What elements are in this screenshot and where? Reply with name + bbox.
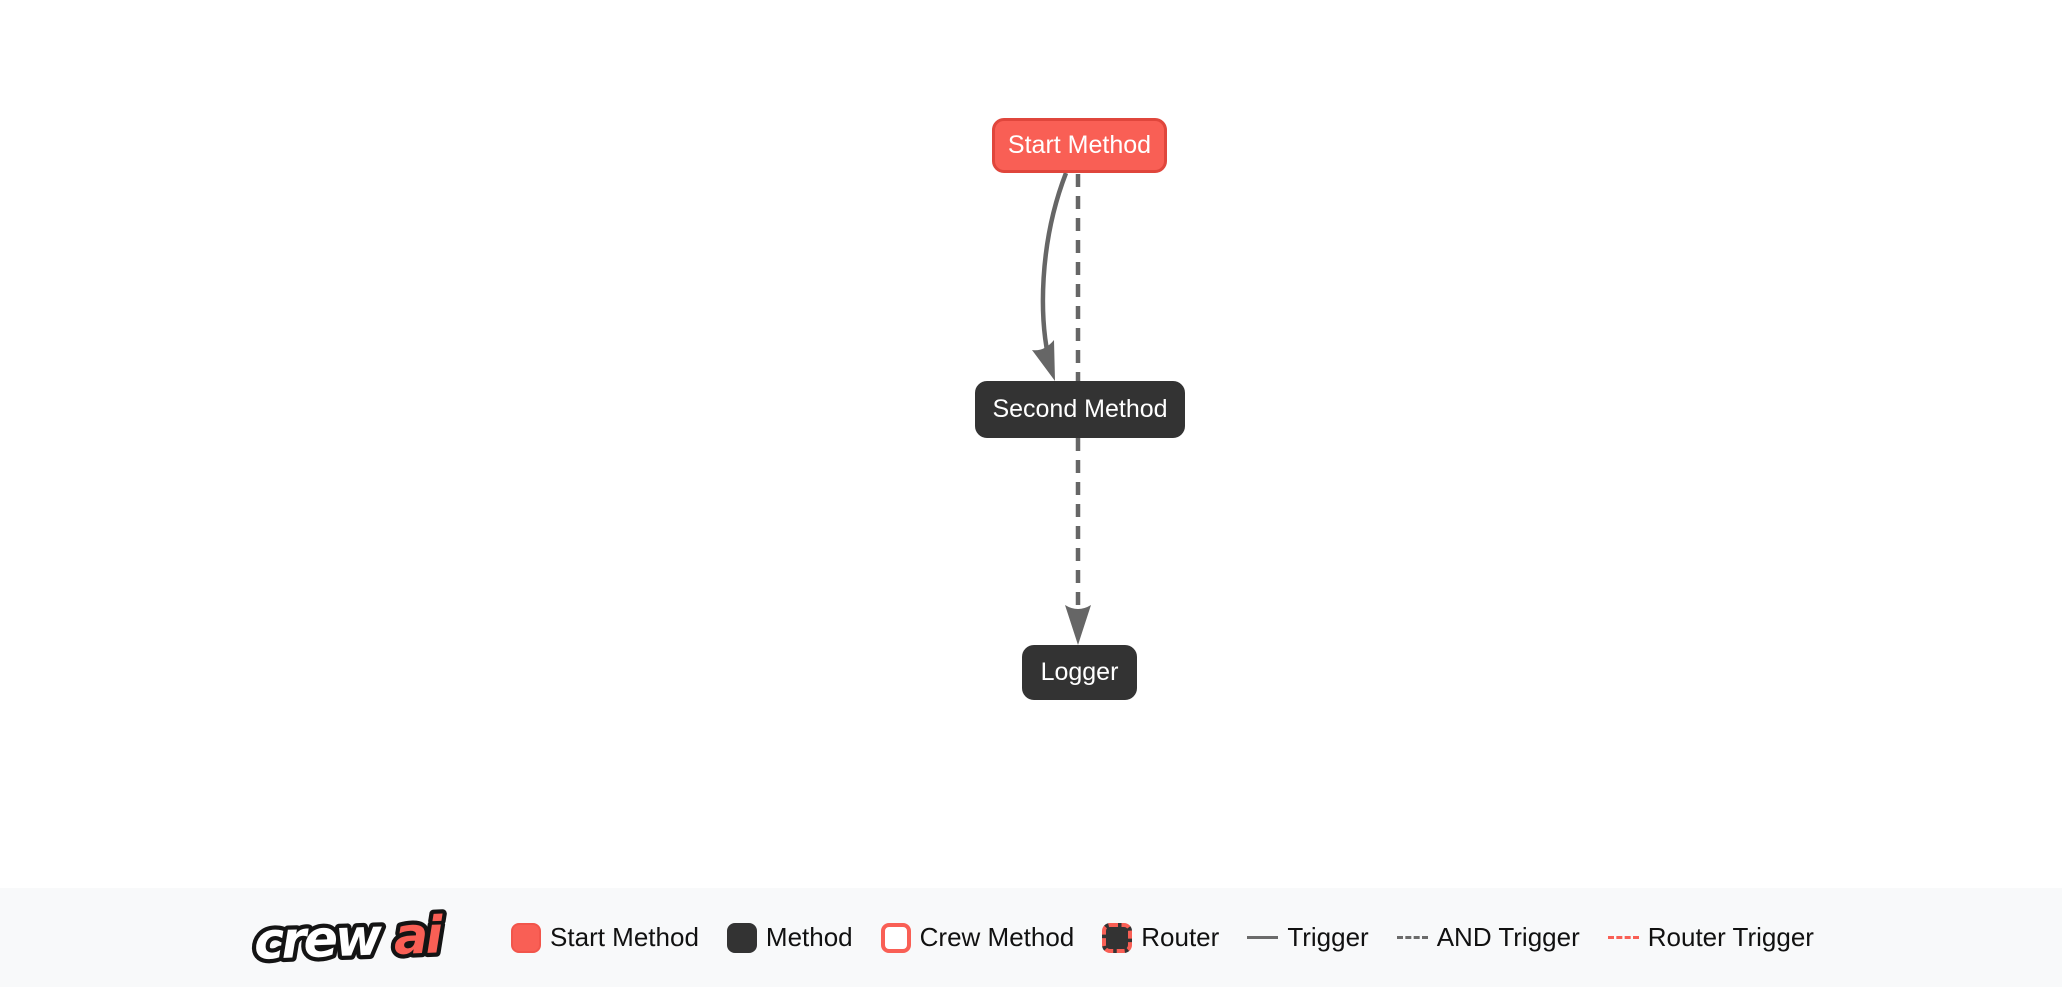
and-trigger-line-icon [1396, 936, 1428, 939]
node-label: Start Method [1007, 131, 1152, 159]
node-logger[interactable]: Logger [1022, 645, 1137, 700]
legend-label: Router [1141, 922, 1220, 952]
crew-method-swatch-icon [880, 922, 911, 953]
node-second-method[interactable]: Second Method [975, 381, 1185, 438]
start-method-swatch-icon [511, 922, 542, 953]
legend-label: Start Method [550, 922, 699, 952]
legend-item-method: Method [726, 922, 853, 953]
legend-item-start-method: Start Method [511, 922, 699, 953]
legend-item-crew-method: Crew Method [880, 922, 1075, 953]
legend-label: AND Trigger [1436, 922, 1580, 952]
legend-label: Trigger [1287, 922, 1369, 952]
legend-item-trigger: Trigger [1247, 922, 1369, 953]
node-label: Second Method [992, 395, 1168, 423]
legend-item-router: Router [1102, 922, 1219, 953]
router-trigger-line-icon [1607, 936, 1639, 939]
svg-text:crew ai: crew ai [253, 906, 445, 972]
legend-bar: crew ai Start Method Method Crew Method … [0, 888, 2062, 987]
trigger-arrowhead-icon [1032, 340, 1055, 381]
node-label: Logger [1040, 658, 1119, 686]
node-start-method[interactable]: Start Method [992, 118, 1167, 173]
legend-label: Crew Method [919, 922, 1075, 952]
logo-text-crew: crew [253, 908, 384, 971]
legend-item-and-trigger: AND Trigger [1396, 922, 1580, 953]
and-trigger-arrowhead-icon [1065, 605, 1091, 645]
flow-canvas[interactable]: Start Method Second Method Logger [0, 0, 2062, 888]
crewai-logo: crew ai [249, 902, 450, 975]
edges-layer [1032, 172, 1091, 645]
legend-label: Method [765, 922, 853, 952]
trigger-line-icon [1247, 936, 1279, 939]
method-swatch-icon [726, 922, 757, 953]
router-swatch-icon [1102, 922, 1133, 953]
legend-item-router-trigger: Router Trigger [1607, 922, 1814, 953]
logo-text-ai: ai [393, 906, 445, 967]
trigger-edge [1040, 172, 1069, 373]
legend-label: Router Trigger [1647, 922, 1814, 952]
